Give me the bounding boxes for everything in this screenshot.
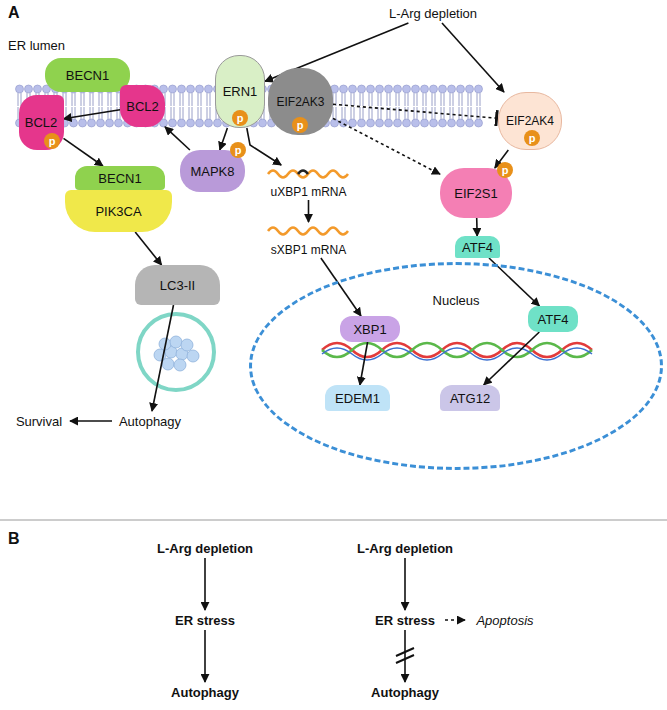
node-text: BCL2 — [25, 115, 58, 130]
node-text: ER stress — [175, 613, 235, 628]
mrna-strand — [268, 228, 348, 235]
protein-shape: BECN1 — [45, 58, 130, 92]
arrow-connector — [404, 558, 406, 610]
node-text: uXBP1 mRNA — [270, 185, 346, 199]
arrow-connector — [204, 630, 206, 682]
phospho-mark: p — [497, 162, 513, 178]
node-text: Autophagy — [119, 414, 181, 429]
node-text: EIF2S1 — [454, 186, 497, 201]
inhibition-line — [333, 104, 498, 118]
node-text: Nucleus — [433, 293, 480, 308]
arrow-connector — [321, 258, 361, 316]
flow-label: Autophagy — [365, 682, 445, 702]
arrow-connector — [404, 630, 406, 682]
node-text: ATF4 — [538, 312, 569, 327]
arrow-connector — [489, 258, 539, 306]
autophagosome — [138, 314, 214, 390]
phospho-mark: p — [292, 117, 308, 133]
arrow-connector — [442, 23, 504, 92]
factor-shape: ATF4 — [528, 306, 578, 332]
flow-label: L-Arg depletion — [350, 538, 460, 558]
node-text: L-Arg depletion — [157, 541, 253, 556]
arrow-connector — [64, 138, 103, 166]
gene-product: ATG12 — [440, 385, 500, 411]
arrow-connector — [70, 420, 112, 422]
node-text: LC3-II — [160, 278, 195, 293]
process-label: Survival — [8, 411, 70, 431]
node-text: L-Arg depletion — [357, 541, 453, 556]
arrow-connector — [204, 558, 206, 610]
arrow-connector — [308, 200, 310, 222]
panel-letter: B — [8, 530, 20, 548]
dna-strand — [322, 343, 592, 357]
factor-shape: XBP1 — [340, 316, 400, 342]
node-text: BECN1 — [66, 68, 109, 83]
phospho-mark: p — [232, 110, 248, 126]
node-text: ATG12 — [450, 391, 490, 406]
node-text: EDEM1 — [335, 391, 380, 406]
arrow-connector — [152, 305, 174, 411]
dna-strand — [322, 348, 592, 360]
compartment-label: ER lumen — [8, 38, 65, 53]
node-text: BECN1 — [98, 171, 141, 186]
node-text: sXBP1 mRNA — [271, 243, 346, 257]
dna-strand — [322, 343, 592, 357]
panel-letter: A — [8, 4, 20, 22]
arrow-connector — [445, 619, 465, 621]
node-text: MAPK8 — [190, 164, 234, 179]
node-text: Autophagy — [371, 685, 439, 700]
trigger-label: L-Arg depletion — [378, 3, 488, 23]
phospho-mark: p — [44, 133, 60, 149]
flow-label: Autophagy — [165, 682, 245, 702]
protein-shape: BCL2 — [120, 85, 165, 127]
arrow-connector — [64, 110, 121, 119]
nucleus-outline: NucleusXBP1 ATF4EDEM1 ATG12 — [249, 262, 663, 470]
node-text: BCL2 — [126, 99, 159, 114]
arrow-connector — [165, 127, 190, 150]
node-text: PIK3CA — [95, 204, 141, 219]
arrow-connector — [333, 118, 440, 174]
node-text: ER stress — [375, 613, 435, 628]
node-text: ERN1 — [223, 84, 258, 99]
arrow-connector — [484, 332, 540, 385]
node-text: EIF2AK4 — [506, 114, 554, 128]
flow-label: L-Arg depletion — [150, 538, 260, 558]
node-text: XBP1 — [353, 322, 386, 337]
arrow-connector — [360, 342, 368, 385]
node-text: EIF2AK3 — [276, 95, 324, 109]
arrow-connector — [247, 128, 281, 165]
node-text: ATF4 — [462, 240, 493, 255]
node-text: L-Arg depletion — [389, 6, 477, 21]
phospho-mark: p — [230, 142, 246, 158]
mrna-label: sXBP1 mRNA — [262, 222, 355, 258]
protein-shape: BECN1 — [75, 166, 165, 190]
arrow-connector — [476, 218, 478, 236]
phospho-mark: p — [524, 130, 540, 146]
process-label: Autophagy — [112, 411, 188, 431]
node-text: Autophagy — [171, 685, 239, 700]
node-text: Survival — [16, 414, 62, 429]
flow-label: ER stress — [165, 610, 245, 630]
gene-product: EDEM1 — [325, 385, 390, 411]
mrna-strand — [268, 171, 348, 178]
factor-shape: ATF4 — [455, 236, 500, 258]
protein-shape: LC3-II — [135, 265, 220, 305]
arrow-connector — [135, 232, 161, 265]
intron-segment — [298, 171, 308, 175]
arrow-connector — [220, 128, 228, 150]
mrna-label: uXBP1 mRNA — [262, 165, 355, 200]
panel-divider — [0, 520, 667, 521]
flow-label: Apoptosis — [465, 610, 545, 630]
flow-label: ER stress — [365, 610, 445, 630]
node-text: Apoptosis — [476, 613, 533, 628]
protein-shape: PIK3CA — [65, 190, 172, 232]
